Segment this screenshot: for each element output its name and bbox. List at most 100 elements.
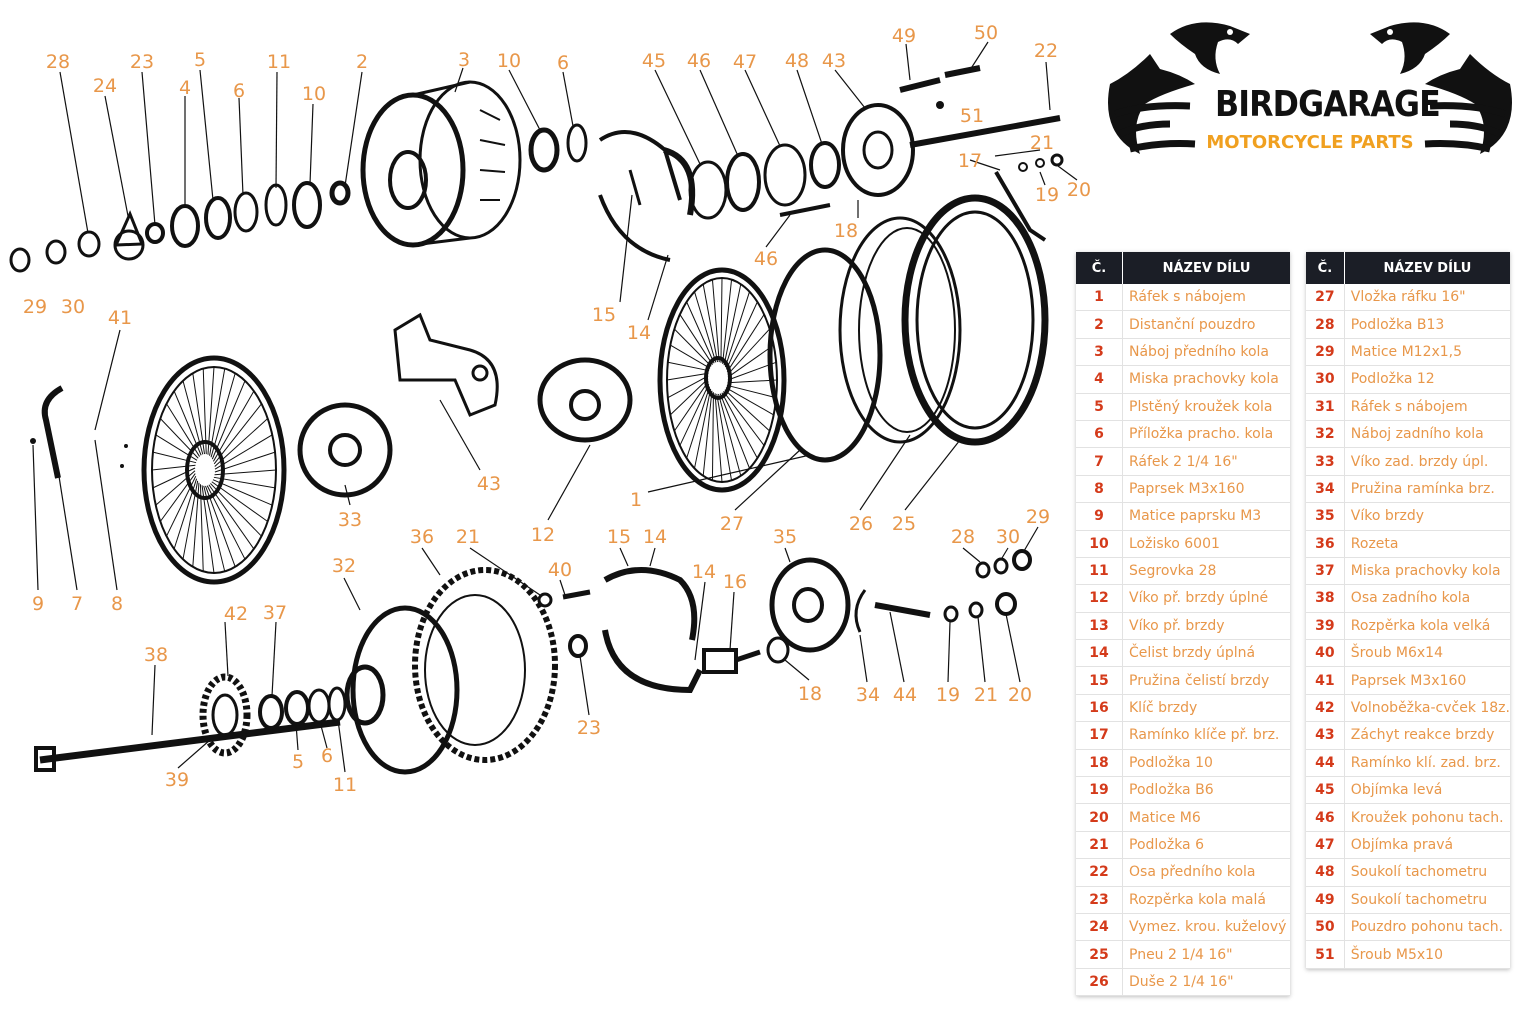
callout-label: 6 bbox=[321, 745, 333, 767]
part-name: Vložka ráfku 16" bbox=[1344, 284, 1510, 312]
part-name: Klíč brzdy bbox=[1122, 694, 1290, 723]
callout-label: 23 bbox=[130, 51, 154, 73]
part-number: 1 bbox=[1076, 284, 1123, 312]
callout-label: 45 bbox=[642, 50, 666, 72]
part-name: Miska prachovky kola bbox=[1344, 557, 1510, 586]
part-number: 5 bbox=[1076, 393, 1123, 421]
callout-label: 19 bbox=[936, 684, 960, 706]
table-header-row: Č. NÁZEV DÍLU bbox=[1076, 252, 1290, 284]
callout-label: 23 bbox=[577, 717, 601, 739]
part-number: 32 bbox=[1306, 420, 1345, 449]
callout-label: 24 bbox=[93, 75, 117, 97]
callout-label: 21 bbox=[1030, 132, 1054, 154]
column-header-name: NÁZEV DÍLU bbox=[1344, 252, 1510, 284]
part-name: Segrovka 28 bbox=[1122, 557, 1290, 586]
table-header-row: Č. NÁZEV DÍLU bbox=[1306, 252, 1510, 284]
part-number: 15 bbox=[1076, 666, 1123, 695]
callout-label: 14 bbox=[643, 526, 667, 548]
eagle-head-icon bbox=[1108, 22, 1512, 154]
brand-title: BIRDGARAGE bbox=[1214, 84, 1441, 125]
callout-label: 28 bbox=[46, 51, 70, 73]
part-name: Podložka B6 bbox=[1122, 776, 1290, 805]
part-number: 16 bbox=[1076, 694, 1123, 723]
part-number: 34 bbox=[1306, 475, 1345, 504]
part-name: Ramínko klíče př. brz. bbox=[1122, 721, 1290, 750]
part-number: 12 bbox=[1076, 584, 1123, 613]
part-number: 17 bbox=[1076, 721, 1123, 750]
part-number: 7 bbox=[1076, 447, 1123, 476]
callout-label: 35 bbox=[773, 526, 797, 548]
part-name: Matice M6 bbox=[1122, 803, 1290, 832]
callout-label: 46 bbox=[754, 248, 778, 270]
callout-label: 49 bbox=[892, 25, 916, 47]
part-name: Pružina ramínka brz. bbox=[1344, 475, 1510, 504]
diagram-drawing: 28 23 5 11 2 3 10 6 45 46 47 48 43 49 50… bbox=[9, 22, 1090, 796]
part-name: Náboj předního kola bbox=[1122, 338, 1290, 367]
part-name: Matice M12x1,5 bbox=[1344, 338, 1510, 367]
part-number: 25 bbox=[1076, 940, 1123, 969]
callout-label: 11 bbox=[267, 51, 291, 73]
callout-label: 11 bbox=[333, 774, 357, 796]
part-number: 8 bbox=[1076, 475, 1123, 504]
part-name: Osa předního kola bbox=[1122, 858, 1290, 887]
part-name: Osa zadního kola bbox=[1344, 584, 1510, 613]
part-name: Záchyt reakce brzdy bbox=[1344, 721, 1510, 750]
part-number: 10 bbox=[1076, 530, 1123, 558]
callout-label: 14 bbox=[692, 561, 716, 583]
column-header-number: Č. bbox=[1076, 252, 1123, 284]
part-number: 45 bbox=[1306, 776, 1345, 805]
part-name: Kroužek pohonu tach. bbox=[1344, 803, 1510, 832]
callout-label: 7 bbox=[71, 593, 83, 615]
callout-label: 39 bbox=[165, 769, 189, 791]
part-number: 38 bbox=[1306, 584, 1345, 613]
part-name: Objímka levá bbox=[1344, 776, 1510, 805]
part-number: 6 bbox=[1076, 420, 1123, 449]
callout-label: 30 bbox=[61, 296, 85, 318]
part-number: 19 bbox=[1076, 776, 1123, 805]
part-name: Volnoběžka-cvček 18z. bbox=[1344, 694, 1510, 723]
part-number: 3 bbox=[1076, 338, 1123, 367]
callout-label: 4 bbox=[179, 77, 191, 99]
part-number: 37 bbox=[1306, 557, 1345, 586]
part-number: 40 bbox=[1306, 639, 1345, 668]
part-name: Soukolí tachometru bbox=[1344, 886, 1510, 914]
callout-label: 15 bbox=[607, 526, 631, 548]
callout-label: 44 bbox=[893, 684, 917, 706]
part-drawings-bottom bbox=[34, 549, 1032, 775]
callout-label: 32 bbox=[332, 555, 356, 577]
part-name: Paprsek M3x160 bbox=[1344, 666, 1510, 695]
part-number: 2 bbox=[1076, 310, 1123, 339]
callout-label: 8 bbox=[111, 593, 123, 615]
part-number: 42 bbox=[1306, 694, 1345, 723]
part-name: Plstěný kroužek kola bbox=[1122, 393, 1290, 421]
part-name: Podložka B13 bbox=[1344, 310, 1510, 339]
callout-label: 43 bbox=[822, 50, 846, 72]
callout-label: 50 bbox=[974, 22, 998, 44]
callout-label: 29 bbox=[1026, 506, 1050, 528]
callout-label: 3 bbox=[458, 49, 470, 71]
callout-label: 21 bbox=[456, 526, 480, 548]
